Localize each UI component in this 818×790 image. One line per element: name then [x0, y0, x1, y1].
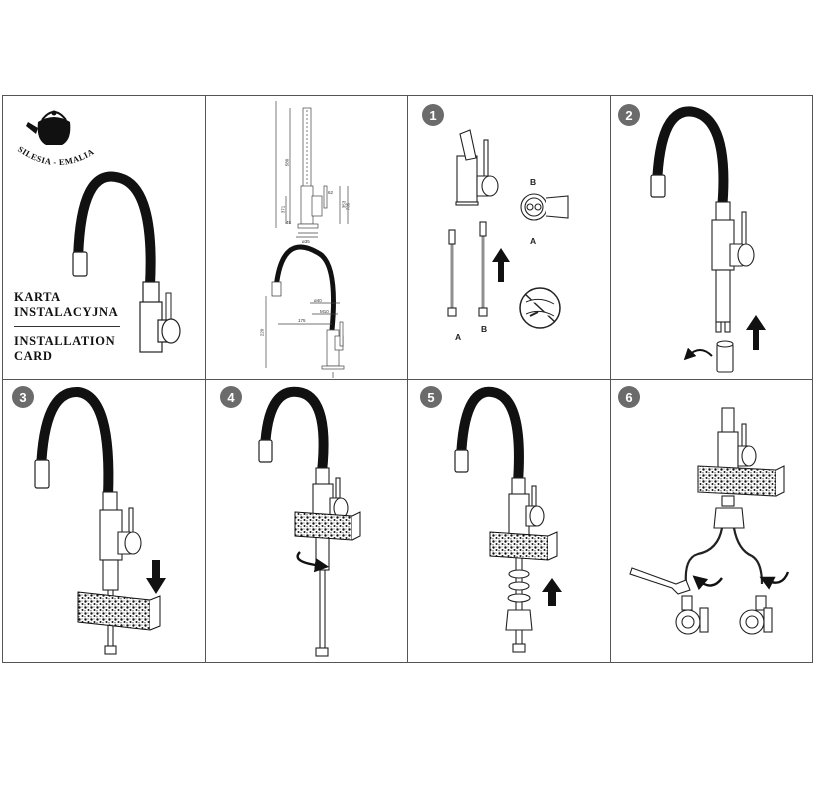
base-label: A: [530, 236, 537, 246]
step-2-illustration: [650, 106, 766, 373]
dimension-label: M10: [320, 309, 329, 314]
brand-arc-text: SILESIA - EMALIA: [16, 144, 95, 167]
step-5-illustration: [454, 386, 562, 653]
dimension-label: 45: [286, 220, 292, 225]
faucet-illustration-main: [72, 171, 181, 353]
up-arrow-icon: [746, 315, 766, 350]
step-3-illustration: [34, 387, 166, 655]
dimension-label: 175: [298, 318, 306, 323]
dimension-label: 371: [280, 205, 286, 214]
kettle-icon: [26, 110, 71, 145]
rotate-arrow-icon: [683, 347, 713, 361]
card-title-en-line2: CARD: [14, 349, 53, 363]
svg-text:SILESIA - EMALIA: SILESIA - EMALIA: [16, 144, 96, 167]
up-arrow-icon: [492, 248, 510, 282]
step-4-illustration: [258, 386, 361, 657]
hose-label: B: [481, 324, 488, 334]
dimension-label: 62: [328, 190, 334, 195]
card-title-pl-line2: INSTALACYJNA: [14, 305, 119, 319]
step-1-illustration: [447, 129, 569, 329]
card-title-polish: KARTA INSTALACYJNA: [14, 290, 144, 320]
title-divider: [14, 326, 120, 327]
step-badge: 5: [420, 386, 442, 408]
step-badge: 3: [12, 386, 34, 408]
logo: SILESIA - EMALIA: [16, 110, 96, 167]
step-badge: 6: [618, 386, 640, 408]
dimension-label: ø40: [314, 298, 322, 303]
step-badge: 1: [422, 104, 444, 126]
rotate-arrow-icon: [759, 571, 790, 590]
up-arrow-icon: [542, 578, 562, 606]
card-title-english: INSTALLATION CARD: [14, 334, 144, 364]
dimension-label: ø35: [302, 239, 310, 244]
rotate-arrow-icon: [296, 551, 330, 573]
dimension-label: 220: [259, 328, 265, 337]
panel-grid: [2, 95, 813, 663]
down-arrow-icon: [146, 560, 166, 594]
base-label: B: [530, 177, 537, 187]
card-title-en-line1: INSTALLATION: [14, 334, 116, 348]
card-title-pl-line1: KARTA: [14, 290, 61, 304]
rotate-arrow-icon: [692, 575, 723, 591]
technical-drawing: [265, 101, 349, 378]
dimension-label: 735: [345, 202, 351, 211]
step-badge: 4: [220, 386, 242, 408]
step-6-illustration: [629, 407, 785, 635]
hose-label: A: [455, 332, 462, 342]
step-badge: 2: [618, 104, 640, 126]
dimension-label: 580: [284, 158, 290, 167]
